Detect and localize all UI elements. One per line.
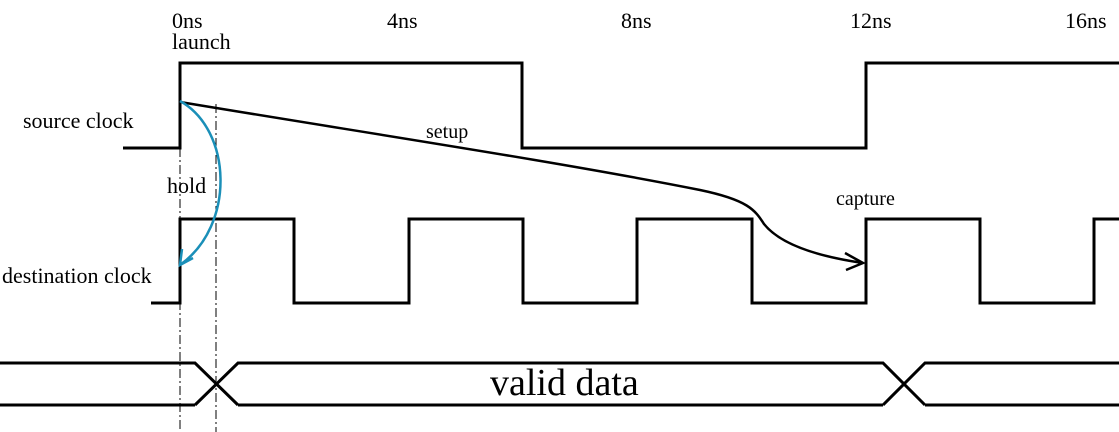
source-clock-waveform — [123, 61, 1119, 150]
data-bus-label: valid data — [490, 362, 639, 404]
capture-label: capture — [836, 188, 895, 210]
setup-label: setup — [426, 121, 468, 143]
destination-clock-label: destination clock — [2, 263, 152, 288]
time-label-16ns: 16ns — [1065, 8, 1107, 33]
hold-arrow-curve — [179, 99, 222, 267]
setup-arrow-curve — [179, 100, 864, 265]
data-bus: valid data — [0, 361, 1119, 407]
launch-label: launch — [172, 29, 231, 54]
hold-label: hold — [167, 173, 206, 198]
time-label-8ns: 8ns — [621, 8, 652, 33]
time-axis: 0ns 4ns 8ns 12ns 16ns — [172, 8, 1107, 33]
setup-arrow — [179, 100, 866, 272]
time-label-12ns: 12ns — [850, 8, 892, 33]
setup-arrow-head — [844, 251, 866, 272]
destination-clock-waveform — [151, 217, 1119, 305]
hold-arrow-head — [178, 248, 194, 268]
time-label-0ns: 0ns — [172, 8, 203, 33]
time-label-4ns: 4ns — [387, 8, 418, 33]
source-clock-label: source clock — [23, 108, 134, 133]
hold-arrow — [178, 99, 222, 268]
